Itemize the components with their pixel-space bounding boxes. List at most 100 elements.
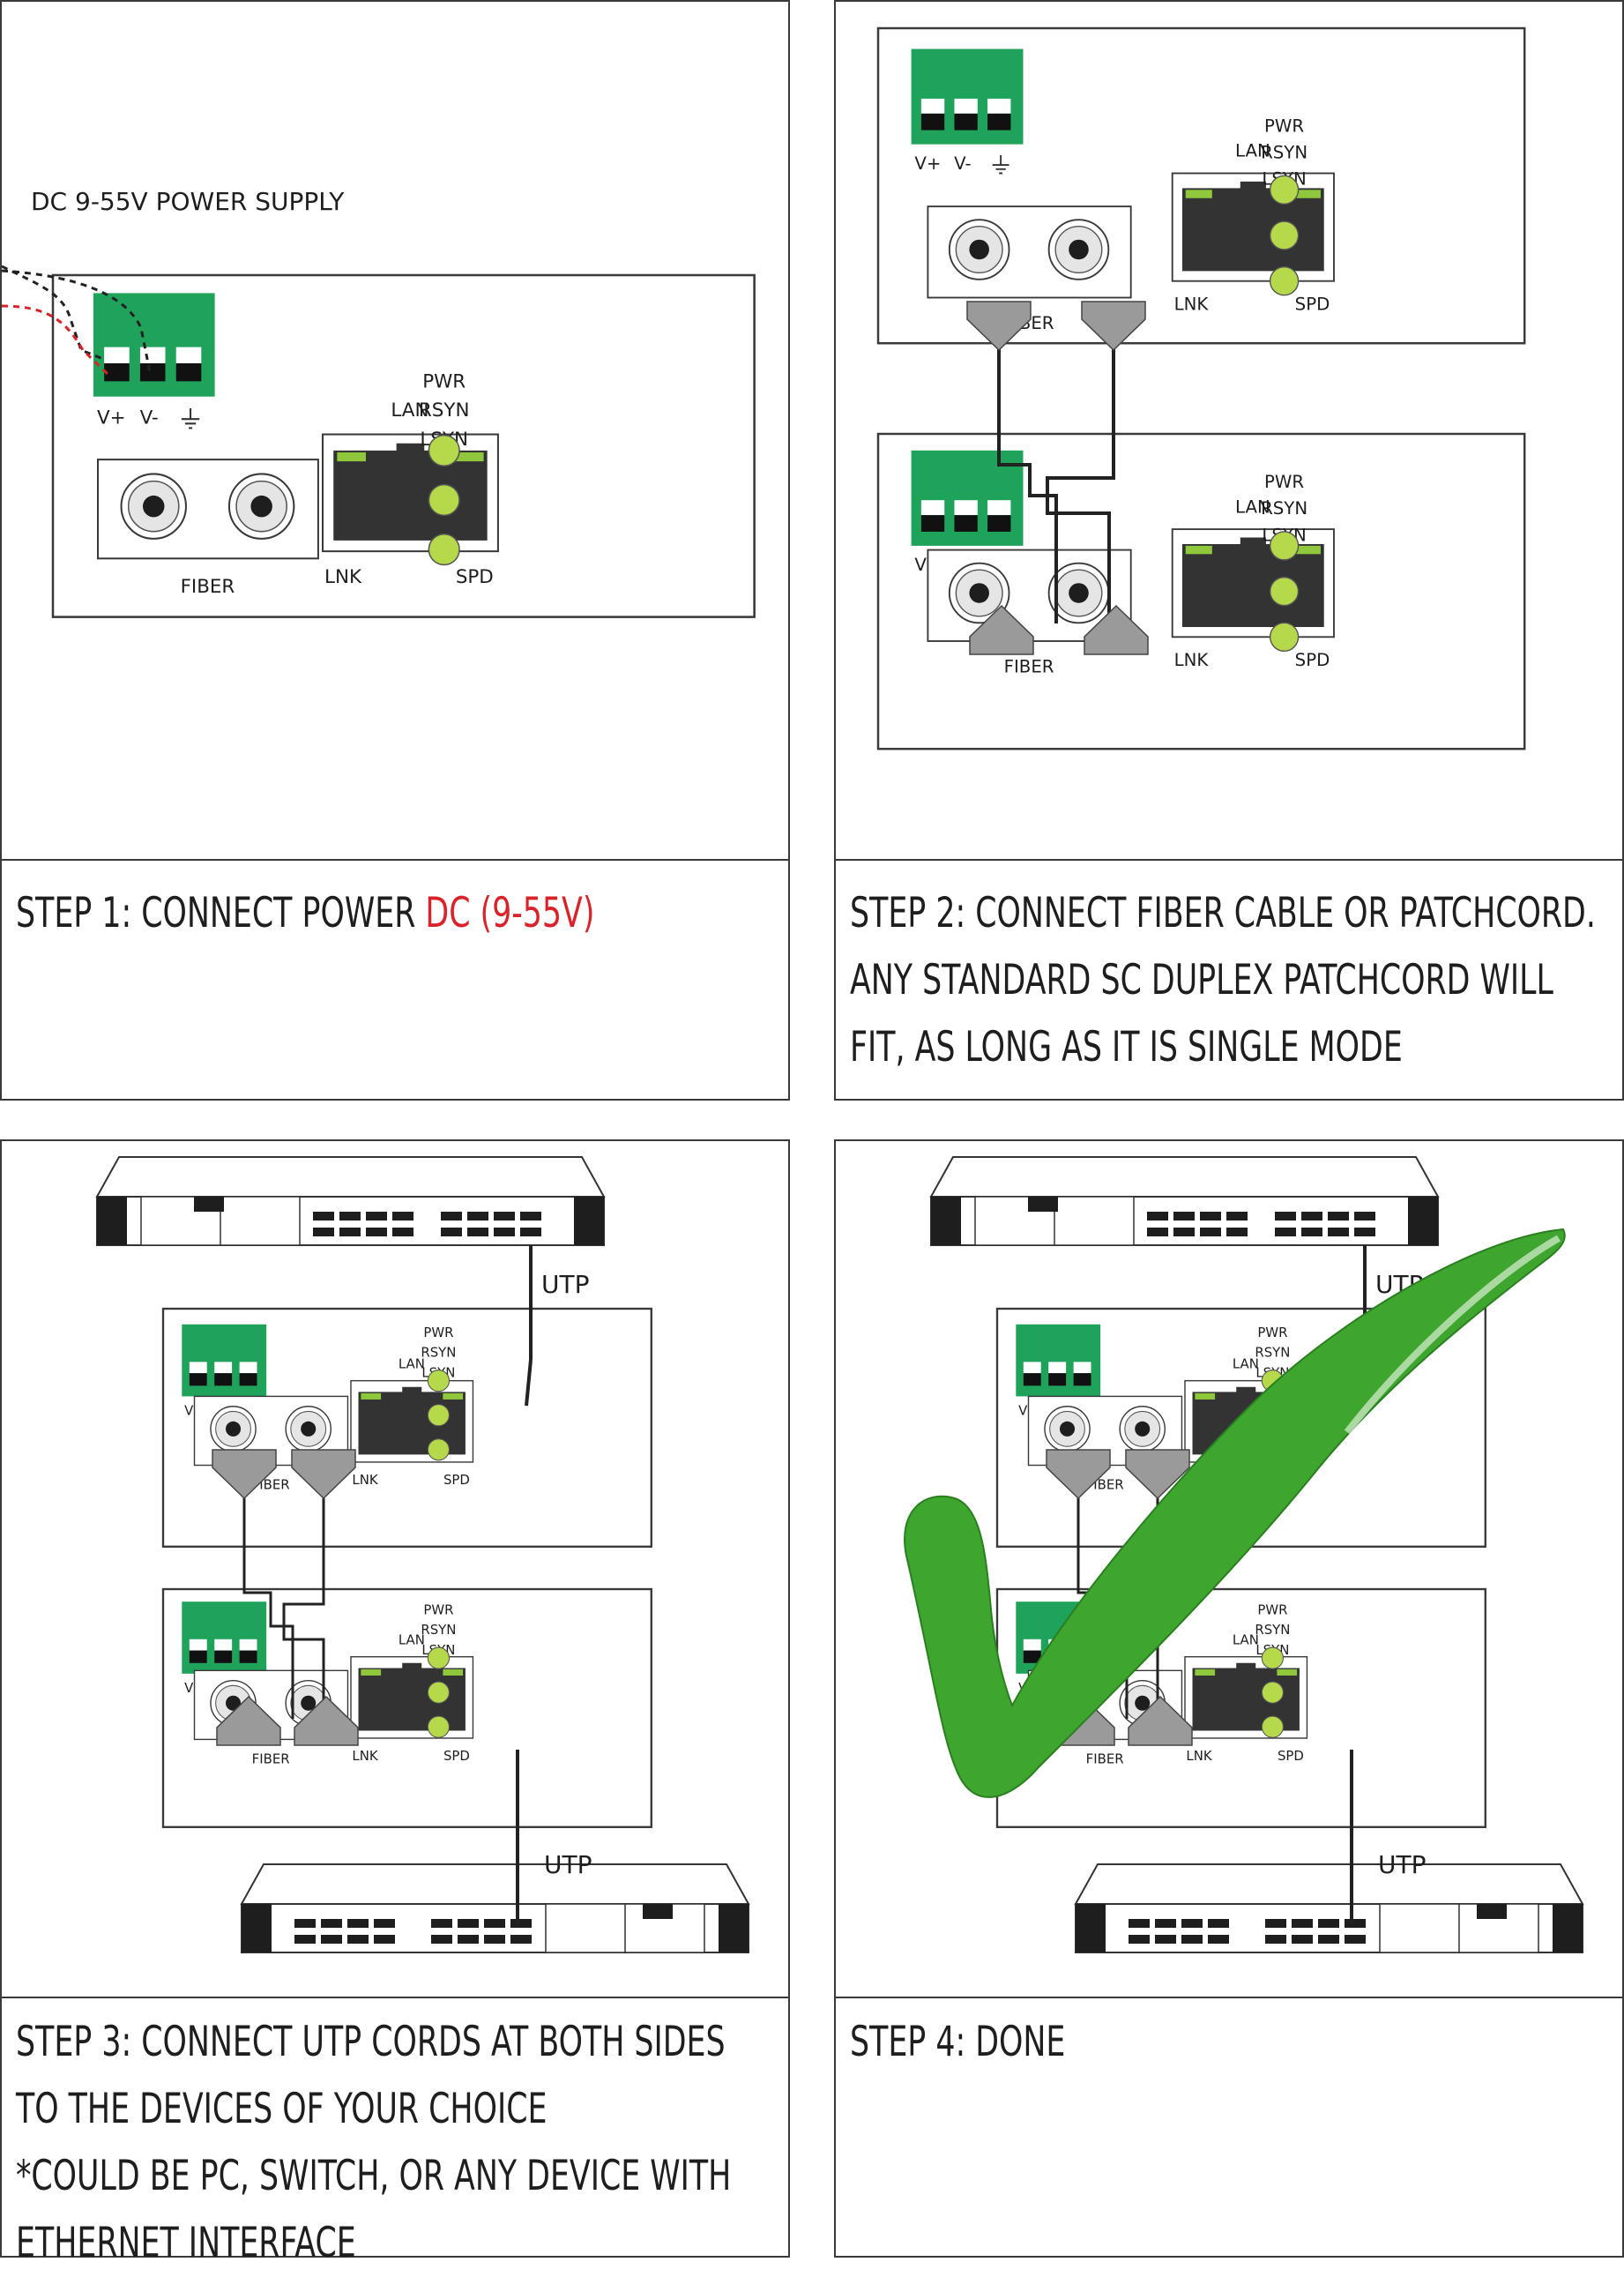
terminal-slot <box>1023 1639 1041 1651</box>
rj45-port-icon <box>321 433 499 553</box>
terminal-slot <box>954 500 978 516</box>
terminal-slot <box>1048 1362 1067 1374</box>
fiber-strand-b <box>1046 346 1115 623</box>
fiber-label: FIBER <box>1086 1751 1124 1766</box>
switch-label-block <box>643 1904 673 1919</box>
checkmark-icon <box>904 1228 1566 1798</box>
led-icon <box>428 483 460 517</box>
top-network-switch <box>929 1156 1440 1246</box>
step-1-diagram: V+V-FIBERLANLNKSPDPWRRSYNLSYNDC 9-55V PO… <box>2 187 756 618</box>
lan-label: LAN <box>399 1355 425 1371</box>
fiber-connector-bottom-left <box>216 1695 281 1746</box>
step-4-diagram: V+V-FIBERLANLNKSPDPWRRSYNLSYNV+V-FIBERLA… <box>904 1156 1584 1953</box>
step-2-caption-line-3: FIT, AS LONG AS IT IS SINGLE MODE <box>850 1023 1403 1071</box>
led-label: RSYN <box>421 1345 456 1361</box>
lan-indicator-right <box>1277 1669 1298 1676</box>
spd-label: SPD <box>1295 295 1330 315</box>
switch-port <box>1129 1919 1150 1928</box>
lnk-label: LNK <box>352 1472 378 1488</box>
switch-port <box>1328 1228 1349 1236</box>
terminal-screw <box>1023 1373 1041 1386</box>
terminal-screw <box>954 515 978 532</box>
switch-port <box>1200 1212 1221 1221</box>
terminal-slot <box>189 1362 207 1374</box>
terminal-slot <box>920 500 945 516</box>
led-label: PWR <box>1257 1601 1287 1617</box>
led-icon <box>1261 1646 1285 1669</box>
step-2-caption-line-2: ANY STANDARD SC DUPLEX PATCHCORD WILL <box>850 956 1553 1004</box>
switch-port <box>458 1935 479 1944</box>
step-3-caption: STEP 3: CONNECT UTP CORDS AT BOTH SIDES … <box>2 1997 788 2267</box>
lan-indicator-left <box>1195 1392 1216 1400</box>
fiber-label: FIBER <box>181 576 235 598</box>
switch-port <box>321 1935 342 1944</box>
led-label: PWR <box>1257 1325 1287 1340</box>
fiber-strand-a <box>997 346 1058 623</box>
terminal-screw <box>175 362 202 382</box>
switch-top <box>929 1156 1440 1198</box>
switch-port <box>1345 1935 1366 1944</box>
terminal-slot <box>987 500 1011 516</box>
step-3-panel: V+V-FIBERLANLNKSPDPWRRSYNLSYNV+V-FIBERLA… <box>0 1139 790 2267</box>
switch-port <box>313 1228 334 1236</box>
spd-label: SPD <box>1295 650 1330 670</box>
fiber-port-core <box>250 495 272 518</box>
terminal-screw <box>239 1650 257 1663</box>
switch-port <box>366 1228 387 1236</box>
switch-end-right <box>574 1197 604 1245</box>
switch-port <box>1345 1919 1366 1928</box>
switch-label-block <box>194 1197 224 1212</box>
switch-port <box>458 1919 479 1928</box>
media-converter: V+V-FIBERLANLNKSPDPWRRSYNLSYN <box>876 432 1526 750</box>
utp-label-bottom: UTP <box>544 1850 592 1879</box>
terminal-screw <box>1073 1373 1091 1386</box>
switch-port <box>1318 1935 1339 1944</box>
lan-indicator-left <box>361 1392 382 1400</box>
led-icon <box>1269 266 1300 296</box>
step-4-panel: V+V-FIBERLANLNKSPDPWRRSYNLSYNV+V-FIBERLA… <box>834 1139 1624 2258</box>
lnk-label: LNK <box>1174 295 1210 315</box>
step-3-caption-line-1: STEP 3: CONNECT UTP CORDS AT BOTH SIDES <box>16 2018 726 2066</box>
power-wire-ground <box>2 269 152 373</box>
switch-port <box>347 1935 369 1944</box>
terminal-slot <box>239 1639 257 1651</box>
switch-label-block <box>1028 1197 1058 1212</box>
switch-label-block <box>1477 1904 1507 1919</box>
switch-top <box>95 1156 606 1198</box>
terminal-slot <box>189 1639 207 1651</box>
fiber-port-core <box>143 495 165 518</box>
terminal-slot <box>920 98 945 114</box>
switch-port <box>1173 1212 1195 1221</box>
media-converter: V+V-FIBERLANLNKSPDPWRRSYNLSYN <box>161 1307 652 1548</box>
switch-port <box>1155 1919 1176 1928</box>
led-icon <box>427 1681 451 1704</box>
fiber-connector-top-right <box>1125 1449 1190 1500</box>
power-terminal-icon <box>1016 1324 1101 1397</box>
switch-port <box>339 1212 361 1221</box>
lan-indicator-right <box>443 1669 464 1676</box>
led-icon <box>427 1438 451 1461</box>
led-label: PWR <box>422 371 466 393</box>
fiber-connector-top-right <box>291 1449 356 1500</box>
switch-port <box>1265 1935 1286 1944</box>
lan-indicator-right <box>1293 190 1321 198</box>
bottom-network-switch <box>240 1863 750 1953</box>
terminal-slot <box>987 98 1011 114</box>
power-wire-positive <box>2 304 109 376</box>
led-icon <box>1269 576 1300 607</box>
terminal-screw <box>954 113 978 131</box>
led-icon <box>1269 175 1300 205</box>
switch-port <box>374 1919 395 1928</box>
spd-label: SPD <box>443 1748 470 1764</box>
vminus-label: V- <box>954 153 971 174</box>
power-terminal-icon <box>93 293 215 397</box>
switch-port <box>467 1228 488 1236</box>
lan-indicator-left <box>1185 545 1212 555</box>
terminal-slot <box>954 98 978 114</box>
led-icon <box>1269 220 1300 250</box>
step-3-caption-line-4: ETHERNET INTERFACE <box>16 2219 356 2267</box>
switch-port <box>294 1919 316 1928</box>
switch-port <box>1181 1935 1203 1944</box>
step-2-caption: STEP 2: CONNECT FIBER CABLE OR PATCHCORD… <box>836 859 1622 1102</box>
lan-indicator-right <box>443 1392 464 1400</box>
